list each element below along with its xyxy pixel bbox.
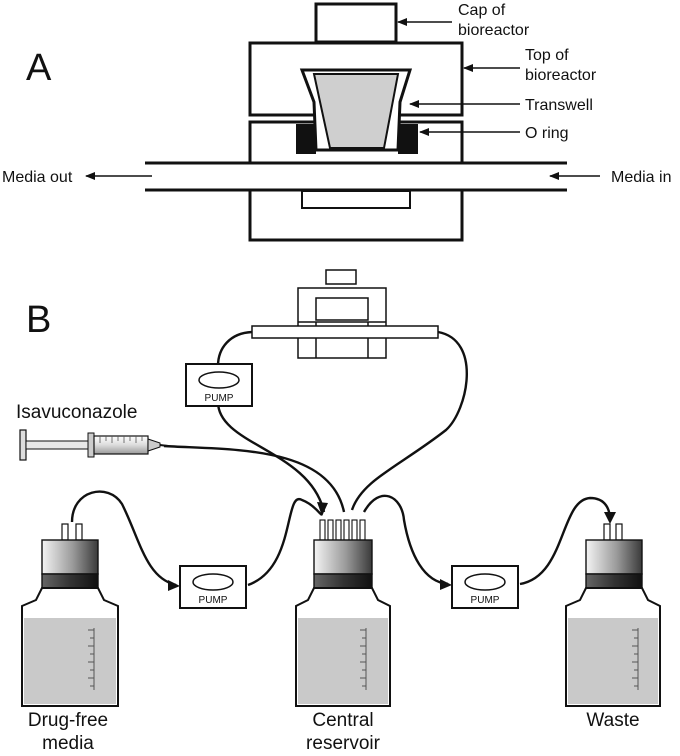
label-media-in: Media in (611, 169, 671, 186)
label-media-out: Media out (2, 169, 73, 186)
bottle-cap (313, 539, 373, 575)
bottle-neck-ring (41, 573, 99, 589)
plunger-rod (25, 440, 89, 450)
port-tube (327, 519, 334, 541)
bottle-central-reservoir: Central reservoir (295, 519, 391, 754)
bottle-graduations (360, 628, 367, 690)
needle (159, 444, 169, 447)
barrel-flange (87, 432, 95, 458)
bottle-liquid (568, 618, 658, 704)
syringe-barrel (93, 435, 149, 455)
pump-top-label: PUMP (205, 393, 234, 404)
tube-pump-to-center (247, 497, 324, 587)
tube-center-to-pump (362, 494, 449, 586)
bottle-cap (585, 539, 643, 575)
label-top-line1: Top of (525, 47, 569, 64)
port-tube (75, 523, 83, 541)
panel-a-letter: A (26, 47, 52, 89)
bottle-graduations (88, 628, 95, 690)
port-tube (61, 523, 69, 541)
label-central-line1: Central (312, 710, 373, 731)
tube-reactor-return (350, 330, 468, 511)
label-drug-free-line1: Drug-free (28, 710, 108, 731)
panel-b-letter: B (26, 299, 51, 341)
tube-syringe (163, 444, 346, 513)
bottle-neck-ring (585, 573, 643, 589)
bioreactor-cap (314, 2, 398, 44)
label-oring: O ring (525, 125, 569, 142)
bottle-drug-free-media: Drug-free media (21, 523, 119, 754)
base-well (301, 190, 411, 209)
drug-label: Isavuconazole (16, 402, 137, 423)
panel-b: B (16, 269, 661, 754)
o-ring-right (398, 124, 418, 154)
transwell-insert (312, 73, 400, 149)
pump-left: PUMP (179, 565, 247, 609)
arrowhead-4 (604, 512, 616, 524)
port-tube (359, 519, 366, 541)
pump-dial (198, 371, 240, 389)
arrowhead-2 (317, 502, 328, 516)
bottle-cap (41, 539, 99, 575)
port-tube (319, 519, 326, 541)
bottle-waste: Waste (565, 523, 661, 731)
arrowhead-1 (168, 580, 180, 591)
pump-right: PUMP (451, 565, 519, 609)
tube-reactor-to-pump (216, 330, 253, 367)
bottle-graduations (632, 628, 639, 690)
tube-pump-to-waste (519, 496, 612, 586)
tube-pump-to-reservoir (216, 401, 326, 513)
syringe-tip (147, 438, 161, 452)
label-top-line2: bioreactor (525, 67, 597, 84)
bottle-liquid (24, 618, 116, 704)
label-cap-line1: Cap of (458, 2, 506, 19)
mini-bioreactor (251, 269, 439, 359)
label-transwell: Transwell (525, 97, 593, 114)
arrowhead-3 (440, 579, 452, 590)
label-drug-free-line2: media (42, 733, 94, 754)
port-tube (351, 519, 358, 541)
label-waste: Waste (586, 710, 639, 731)
port-tube (343, 519, 350, 541)
pump-dial (464, 573, 506, 591)
tubing (70, 330, 612, 587)
pump-dial (192, 573, 234, 591)
pump-right-label: PUMP (471, 595, 500, 606)
port-tube (335, 519, 342, 541)
plunger-thumb (19, 429, 27, 461)
tube-media-to-pump (70, 490, 177, 587)
label-central-line2: reservoir (306, 733, 381, 754)
port-tube (615, 523, 623, 541)
tube-arrowheads (168, 502, 616, 591)
o-ring-left (296, 124, 316, 154)
port-tube (603, 523, 611, 541)
panel-a: A Cap of bi (2, 2, 671, 242)
pump-left-label: PUMP (199, 595, 228, 606)
syringe: Isavuconazole (16, 402, 169, 461)
label-cap-line2: bioreactor (458, 22, 530, 39)
pump-top: PUMP (185, 363, 253, 407)
barrel-graduations (99, 436, 143, 443)
bottle-neck-ring (313, 573, 373, 589)
media-channel (145, 164, 567, 190)
bottle-liquid (298, 618, 388, 704)
